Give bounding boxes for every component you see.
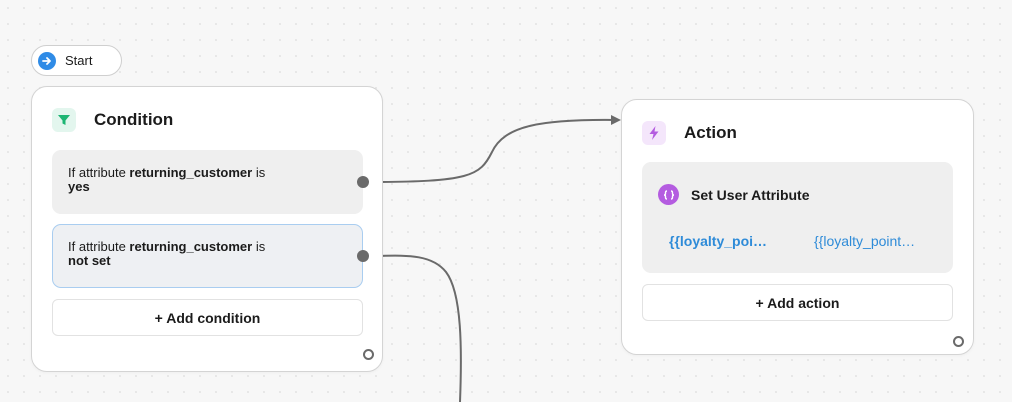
action-card-header: Set User Attribute <box>658 184 810 205</box>
attribute-key-variable[interactable]: {{loyalty_poi… <box>669 233 768 249</box>
braces-icon <box>658 184 679 205</box>
add-condition-button[interactable]: + Add condition <box>52 299 363 336</box>
action-node[interactable]: Action Set User Attribute {{loyalty_poi…… <box>621 99 974 355</box>
condition-2-output-handle[interactable] <box>357 250 369 262</box>
condition-node-header: Condition <box>52 108 173 132</box>
edge-yes-to-action[interactable] <box>367 118 618 183</box>
start-node[interactable]: Start <box>31 45 122 76</box>
start-label: Start <box>65 53 93 68</box>
condition-value: not set <box>68 253 111 268</box>
attribute-value-variable[interactable]: {{loyalty_point… <box>814 233 916 249</box>
condition-node-output-handle[interactable] <box>363 349 374 360</box>
lightning-icon <box>642 121 666 145</box>
condition-value: yes <box>68 179 90 194</box>
condition-1-output-handle[interactable] <box>357 176 369 188</box>
action-node-header: Action <box>642 121 737 145</box>
condition-item-2[interactable]: If attribute returning_customer is not s… <box>52 224 363 288</box>
edge-arrowhead <box>611 115 621 125</box>
condition-item-1[interactable]: If attribute returning_customer is yes <box>52 150 363 214</box>
action-node-output-handle[interactable] <box>953 336 964 347</box>
condition-attribute: returning_customer <box>129 165 253 180</box>
action-node-title: Action <box>684 123 737 142</box>
condition-node-title: Condition <box>94 110 174 129</box>
arrow-right-circle-icon <box>38 51 56 70</box>
filter-icon <box>52 108 76 132</box>
condition-node[interactable]: Condition If attribute returning_custome… <box>31 86 383 372</box>
add-action-button[interactable]: + Add action <box>642 284 953 321</box>
set-user-attribute-card[interactable]: Set User Attribute {{loyalty_poi… {{loya… <box>642 162 953 273</box>
action-card-title: Set User Attribute <box>691 186 810 203</box>
condition-attribute: returning_customer <box>129 239 253 254</box>
